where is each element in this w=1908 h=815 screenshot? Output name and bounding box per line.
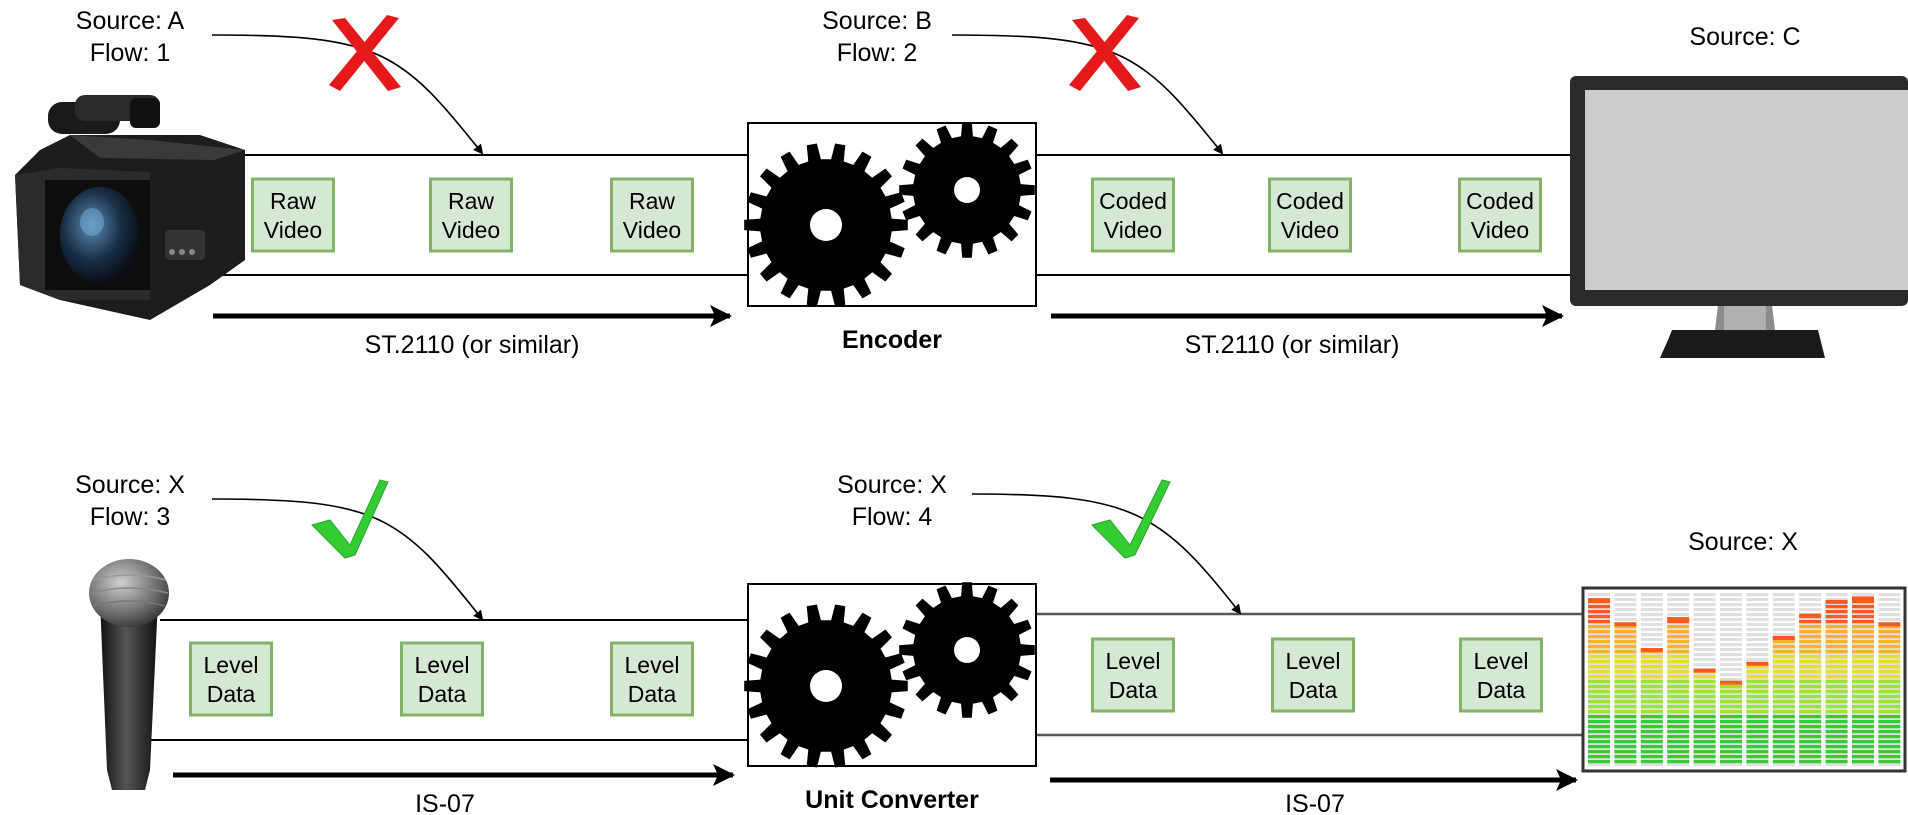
packet-label: Data [1289, 677, 1338, 703]
packet-label: Coded [1276, 188, 1344, 214]
source-x3-label: Source: X [1688, 528, 1798, 556]
packet-label: Video [1281, 217, 1339, 243]
gear-icon [899, 122, 1035, 258]
packet-label: Video [264, 217, 322, 243]
source-b-label: Source: B [822, 7, 932, 35]
connector-arrow [211, 498, 484, 621]
packet-label: Level [625, 652, 680, 678]
encoder-label: Encoder [842, 326, 942, 354]
flow-3-label: Flow: 3 [90, 503, 171, 531]
level-meter-icon [1581, 586, 1907, 773]
monitor-icon [1570, 76, 1908, 358]
packet-label: Data [418, 681, 467, 707]
unit-converter-label: Unit Converter [805, 786, 979, 814]
packet-label: Data [207, 681, 256, 707]
flow-1-label: Flow: 1 [90, 39, 171, 67]
transport-label-right: ST.2110 (or similar) [1185, 331, 1400, 359]
encoder-box [744, 122, 1037, 307]
packet-label: Raw [629, 188, 675, 214]
packet-label: Video [442, 217, 500, 243]
packet-label: Raw [270, 188, 316, 214]
source-c-label: Source: C [1689, 23, 1800, 51]
packet-label: Video [623, 217, 681, 243]
bottom-left-pipe [150, 619, 748, 741]
packet-label: Raw [448, 188, 494, 214]
packet-label: Coded [1099, 188, 1167, 214]
bottom-right-pipe [1036, 612, 1583, 737]
packet-label: Level [1106, 648, 1161, 674]
packet-label: Video [1471, 217, 1529, 243]
transport-label-left: ST.2110 (or similar) [365, 331, 580, 359]
packet-label: Data [628, 681, 677, 707]
packet-label: Level [204, 652, 259, 678]
packet-label: Level [1286, 648, 1341, 674]
transport-label-left: IS-07 [415, 790, 475, 815]
packet-label: Data [1477, 677, 1526, 703]
cross-icon [1069, 15, 1141, 91]
flow-4-label: Flow: 4 [852, 503, 933, 531]
video-camera-icon [15, 95, 245, 320]
packet-label: Coded [1466, 188, 1534, 214]
source-x1-label: Source: X [75, 471, 185, 499]
packet-label: Video [1104, 217, 1162, 243]
check-icon [311, 479, 389, 559]
source-x2-label: Source: X [837, 471, 947, 499]
cross-icon [329, 15, 401, 91]
top-left-pipe [185, 154, 748, 276]
packet-label: Level [415, 652, 470, 678]
top-right-pipe [1036, 154, 1570, 276]
check-icon [1091, 479, 1171, 559]
unit-converter-box [744, 582, 1037, 768]
transport-label-right: IS-07 [1285, 790, 1345, 815]
packet-label: Data [1109, 677, 1158, 703]
connector-arrow [971, 493, 1242, 615]
gear-icon [744, 143, 908, 307]
gear-icon [744, 604, 908, 768]
connector-arrow [211, 34, 484, 155]
connector-arrow [951, 34, 1224, 155]
packet-label: Level [1474, 648, 1529, 674]
flow-2-label: Flow: 2 [837, 39, 918, 67]
gear-icon [899, 582, 1035, 718]
microphone-icon [89, 559, 169, 790]
source-a-label: Source: A [76, 7, 185, 35]
